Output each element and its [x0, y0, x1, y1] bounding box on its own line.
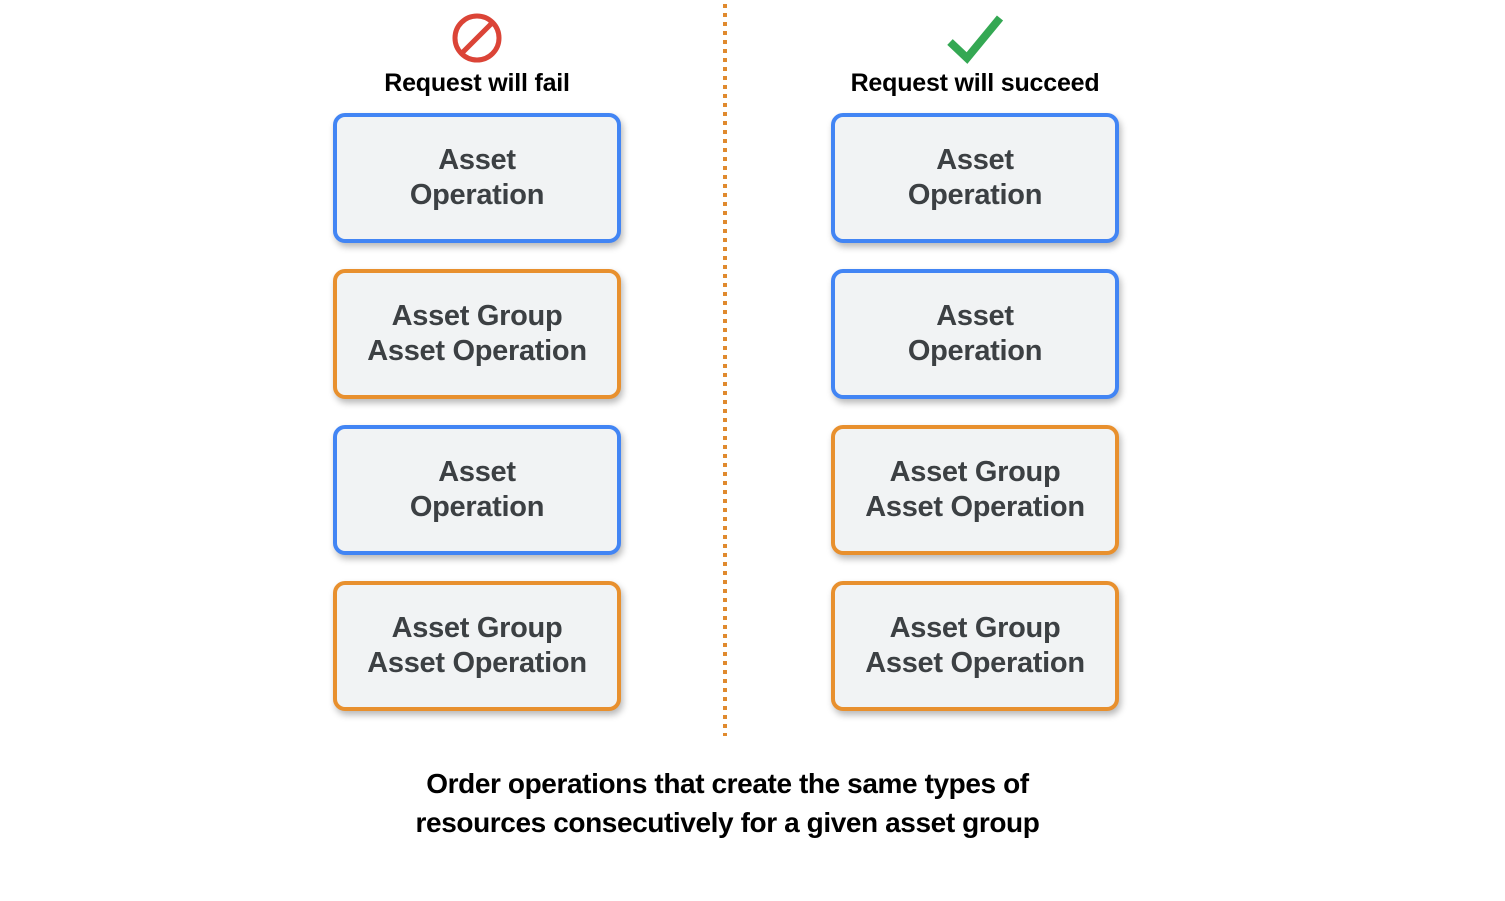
vertical-dotted-divider: [723, 4, 727, 736]
operation-box-label: Asset Operation: [907, 299, 1043, 367]
column-header-succeed: Request will succeed: [825, 12, 1125, 98]
box-stack-fail: Asset Operation Asset Group Asset Operat…: [333, 113, 621, 737]
diagram-caption: Order operations that create the same ty…: [415, 768, 1040, 838]
operation-box-label: Asset Group Asset Operation: [367, 299, 587, 367]
operation-box-label: Asset Group Asset Operation: [865, 611, 1085, 679]
operation-box-label: Asset Operation: [409, 143, 545, 211]
box-stack-succeed: Asset Operation Asset Operation Asset Gr…: [831, 113, 1119, 737]
operation-box-label: Asset Operation: [907, 143, 1043, 211]
operation-box-label: Asset Group Asset Operation: [367, 611, 587, 679]
operation-box-label: Asset Operation: [409, 455, 545, 523]
checkmark-icon: [825, 12, 1125, 68]
operation-box-asset-group[interactable]: Asset Group Asset Operation: [333, 269, 621, 399]
prohibition-icon: [327, 12, 627, 68]
operation-box-asset[interactable]: Asset Operation: [333, 113, 621, 243]
column-header-fail: Request will fail: [327, 12, 627, 98]
operation-box-asset-group[interactable]: Asset Group Asset Operation: [831, 581, 1119, 711]
column-header-label-succeed: Request will succeed: [850, 69, 1100, 97]
column-header-label-fail: Request will fail: [384, 69, 570, 97]
operation-box-asset-group[interactable]: Asset Group Asset Operation: [333, 581, 621, 711]
operation-box-asset-group[interactable]: Asset Group Asset Operation: [831, 425, 1119, 555]
operation-box-asset[interactable]: Asset Operation: [831, 113, 1119, 243]
operation-box-label: Asset Group Asset Operation: [865, 455, 1085, 523]
operation-box-asset[interactable]: Asset Operation: [333, 425, 621, 555]
operation-box-asset[interactable]: Asset Operation: [831, 269, 1119, 399]
